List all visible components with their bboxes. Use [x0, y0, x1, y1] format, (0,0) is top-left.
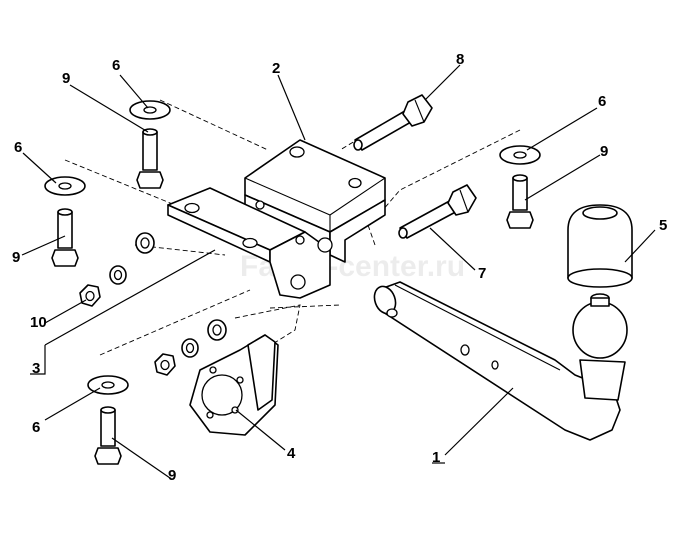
nut-washer-set-lower: [154, 319, 227, 376]
bolt-9-left: [51, 208, 79, 267]
mounting-bracket-lower: [167, 187, 333, 299]
callout-9-right: 9: [600, 143, 608, 160]
callout-6-bottom: 6: [32, 419, 40, 436]
callout-2: 2: [272, 60, 280, 77]
callout-6-top: 6: [112, 57, 120, 74]
callout-3: 3: [32, 360, 40, 377]
washer-6-left: [44, 176, 86, 196]
callout-10: 10: [30, 314, 47, 331]
callout-6-right: 6: [598, 93, 606, 110]
callout-8: 8: [456, 51, 464, 68]
washer-6-right: [499, 145, 541, 165]
callout-7: 7: [478, 265, 486, 282]
ball-cap-5: [567, 204, 633, 288]
bolt-9-right: [506, 174, 534, 229]
washer-6-top: [129, 100, 171, 120]
callout-5: 5: [659, 217, 667, 234]
nut-washer-set-10: [79, 232, 155, 307]
callout-labels: 1 2 3 4 5 6 6 6 6 7 8 9 9 9 9 10: [12, 51, 667, 484]
bolt-7: [398, 184, 477, 239]
callout-4: 4: [287, 445, 296, 462]
bolt-8: [353, 94, 433, 151]
bolt-9-bottom: [94, 406, 122, 465]
callout-9-top: 9: [62, 70, 70, 87]
mounting-bracket-upper: [244, 139, 386, 263]
socket-plate-4: [189, 334, 279, 436]
callout-6-left: 6: [14, 139, 22, 156]
leader-lines: [21, 64, 656, 479]
callout-9-bottom: 9: [168, 467, 176, 484]
callout-1: 1: [432, 449, 440, 466]
bolt-9-top: [136, 128, 164, 189]
callout-9-left: 9: [12, 249, 20, 266]
tow-bar-1: [373, 281, 628, 441]
